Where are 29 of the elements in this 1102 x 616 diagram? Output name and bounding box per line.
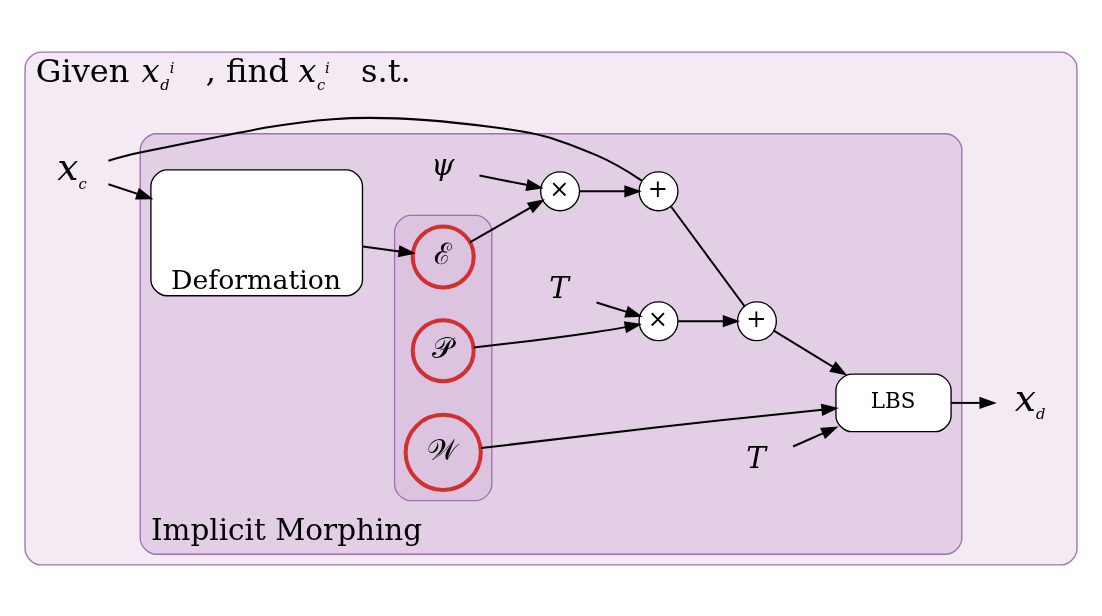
arrow <box>469 198 545 243</box>
arrow <box>362 244 416 257</box>
arrow <box>678 314 741 327</box>
node-text: T <box>549 270 570 305</box>
arrow <box>773 329 848 376</box>
node-text: T <box>746 440 766 475</box>
arrow <box>792 426 839 447</box>
node-circle: × <box>540 170 581 211</box>
node-circle: + <box>638 170 679 211</box>
connector <box>670 205 746 307</box>
node-circle: 𝒫 <box>410 317 476 383</box>
node-circle: × <box>638 300 679 341</box>
node-text: x$_{d}$ <box>1014 375 1046 422</box>
arrow <box>473 320 643 348</box>
cluster <box>393 214 493 501</box>
node-box: Deformation <box>150 168 364 296</box>
node-circle: + <box>736 300 777 341</box>
connector <box>108 116 643 181</box>
arrow <box>951 396 997 409</box>
arrow <box>108 182 154 199</box>
arrow <box>481 403 839 449</box>
arrow <box>579 184 642 197</box>
arrow <box>596 301 643 317</box>
node-text: x$_{c}$ <box>57 144 87 192</box>
node-box: LBS <box>835 372 952 432</box>
node-circle: 𝒲 <box>403 412 483 492</box>
node-text: ψ <box>431 147 455 182</box>
arrow <box>479 174 544 191</box>
node-circle: ℰ <box>410 223 476 289</box>
